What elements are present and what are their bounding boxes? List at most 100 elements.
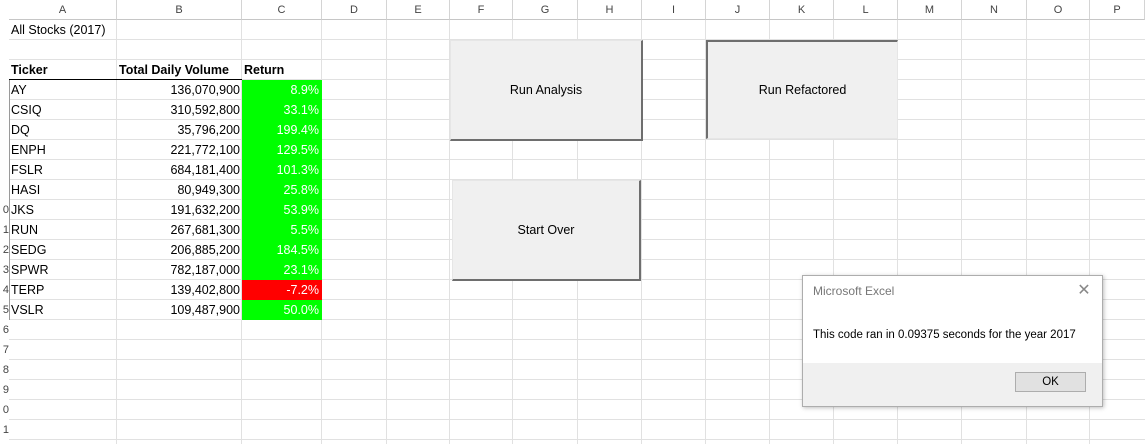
volume-cell[interactable]: 35,796,200	[177, 123, 240, 137]
return-cell[interactable]: 5.5%	[242, 220, 322, 240]
row-header[interactable]: 2	[2, 244, 9, 256]
column-header-f[interactable]: F	[450, 0, 513, 20]
grid-row-line	[9, 399, 1145, 400]
volume-cell[interactable]: 782,187,000	[170, 263, 240, 277]
grid-row-line	[9, 319, 1145, 320]
grid-row-line	[9, 419, 1145, 420]
row-header[interactable]: 1	[2, 224, 9, 236]
return-cell[interactable]: 23.1%	[242, 260, 322, 280]
return-cell[interactable]: 129.5%	[242, 140, 322, 160]
column-header-e[interactable]: E	[387, 0, 450, 20]
column-header-g[interactable]: G	[513, 0, 578, 20]
row-header[interactable]: 9	[2, 384, 9, 396]
return-cell[interactable]: 25.8%	[242, 180, 322, 200]
sheet-title-cell[interactable]: All Stocks (2017)	[11, 23, 106, 37]
ticker-cell[interactable]: HASI	[11, 183, 41, 197]
start-over-label: Start Over	[517, 223, 575, 237]
grid-row-line	[9, 299, 1145, 300]
column-header-i[interactable]: I	[642, 0, 706, 20]
row-header[interactable]: 1	[2, 424, 9, 436]
grid-column-line	[769, 20, 770, 444]
return-cell[interactable]: 199.4%	[242, 120, 322, 140]
ok-button[interactable]: OK	[1015, 372, 1086, 392]
grid-column-line	[641, 20, 642, 444]
message-dialog: Microsoft Excel ✕ This code ran in 0.093…	[802, 275, 1103, 407]
row-header[interactable]: 0	[2, 204, 9, 216]
grid-row-line	[9, 359, 1145, 360]
row-header[interactable]: 7	[2, 344, 9, 356]
dialog-message: This code ran in 0.09375 seconds for the…	[813, 329, 1076, 341]
start-over-button[interactable]: Start Over	[452, 180, 641, 281]
grid-column-line	[241, 20, 242, 444]
column-header-c[interactable]: C	[242, 0, 322, 20]
header-ticker[interactable]: Ticker	[11, 63, 48, 77]
row-header[interactable]: 8	[2, 364, 9, 376]
grid-column-line	[961, 20, 962, 444]
row-header[interactable]: 4	[2, 284, 9, 296]
column-header-p[interactable]: P	[1090, 0, 1145, 20]
run-refactored-label: Run Refactored	[758, 83, 847, 97]
ticker-cell[interactable]: VSLR	[11, 303, 44, 317]
ticker-cell[interactable]: FSLR	[11, 163, 43, 177]
volume-cell[interactable]: 684,181,400	[170, 163, 240, 177]
volume-cell[interactable]: 221,772,100	[170, 143, 240, 157]
run-refactored-button[interactable]: Run Refactored	[706, 40, 898, 139]
column-header-j[interactable]: J	[706, 0, 770, 20]
ticker-cell[interactable]: SPWR	[11, 263, 49, 277]
row-header[interactable]: 3	[2, 264, 9, 276]
grid-column-line	[1089, 20, 1090, 444]
grid-column-line	[116, 20, 117, 444]
ticker-cell[interactable]: CSIQ	[11, 103, 42, 117]
column-header-k[interactable]: K	[770, 0, 834, 20]
column-header-m[interactable]: M	[898, 0, 962, 20]
volume-cell[interactable]: 191,632,200	[170, 203, 240, 217]
row-header[interactable]: 0	[2, 404, 9, 416]
volume-cell[interactable]: 109,487,900	[170, 303, 240, 317]
volume-cell[interactable]: 267,681,300	[170, 223, 240, 237]
volume-cell[interactable]: 139,402,800	[170, 283, 240, 297]
grid-row-line	[9, 379, 1145, 380]
return-cell[interactable]: -7.2%	[242, 280, 322, 300]
ticker-cell[interactable]: RUN	[11, 223, 39, 237]
column-header-h[interactable]: H	[578, 0, 642, 20]
volume-cell[interactable]: 136,070,900	[170, 83, 240, 97]
ticker-cell[interactable]: SEDG	[11, 243, 47, 257]
return-cell[interactable]: 33.1%	[242, 100, 322, 120]
grid-column-line	[449, 20, 450, 444]
run-analysis-button[interactable]: Run Analysis	[450, 40, 643, 141]
return-cell[interactable]: 8.9%	[242, 80, 322, 100]
return-cell[interactable]: 53.9%	[242, 200, 322, 220]
volume-cell[interactable]: 206,885,200	[170, 243, 240, 257]
column-header-a[interactable]: A	[9, 0, 117, 20]
column-header-b[interactable]: B	[117, 0, 242, 20]
volume-cell[interactable]: 310,592,800	[170, 103, 240, 117]
return-cell[interactable]: 184.5%	[242, 240, 322, 260]
close-icon[interactable]: ✕	[1077, 282, 1091, 299]
ticker-cell[interactable]: AY	[11, 83, 27, 97]
ticker-cell[interactable]: DQ	[11, 123, 30, 137]
dialog-footer: OK	[803, 363, 1102, 406]
return-cell[interactable]: 50.0%	[242, 300, 322, 320]
grid-column-line	[1026, 20, 1027, 444]
row-header[interactable]: 5	[2, 304, 9, 316]
column-header-d[interactable]: D	[322, 0, 387, 20]
return-cell[interactable]: 101.3%	[242, 160, 322, 180]
column-header-o[interactable]: O	[1027, 0, 1090, 20]
column-header-l[interactable]: L	[834, 0, 898, 20]
row-header[interactable]: 6	[2, 324, 9, 336]
column-header-n[interactable]: N	[962, 0, 1027, 20]
ticker-cell[interactable]: JKS	[11, 203, 34, 217]
header-return[interactable]: Return	[244, 63, 285, 77]
grid-row-line	[9, 39, 1145, 40]
grid-column-line	[897, 20, 898, 444]
ticker-cell[interactable]: ENPH	[11, 143, 46, 157]
header-volume[interactable]: Total Daily Volume	[119, 63, 229, 77]
dialog-title: Microsoft Excel	[813, 284, 895, 298]
header-underline	[9, 79, 242, 80]
grid-row-line	[9, 159, 1145, 160]
table-left-border	[9, 80, 10, 320]
grid-column-line	[833, 20, 834, 444]
ticker-cell[interactable]: TERP	[11, 283, 45, 297]
volume-cell[interactable]: 80,949,300	[177, 183, 240, 197]
